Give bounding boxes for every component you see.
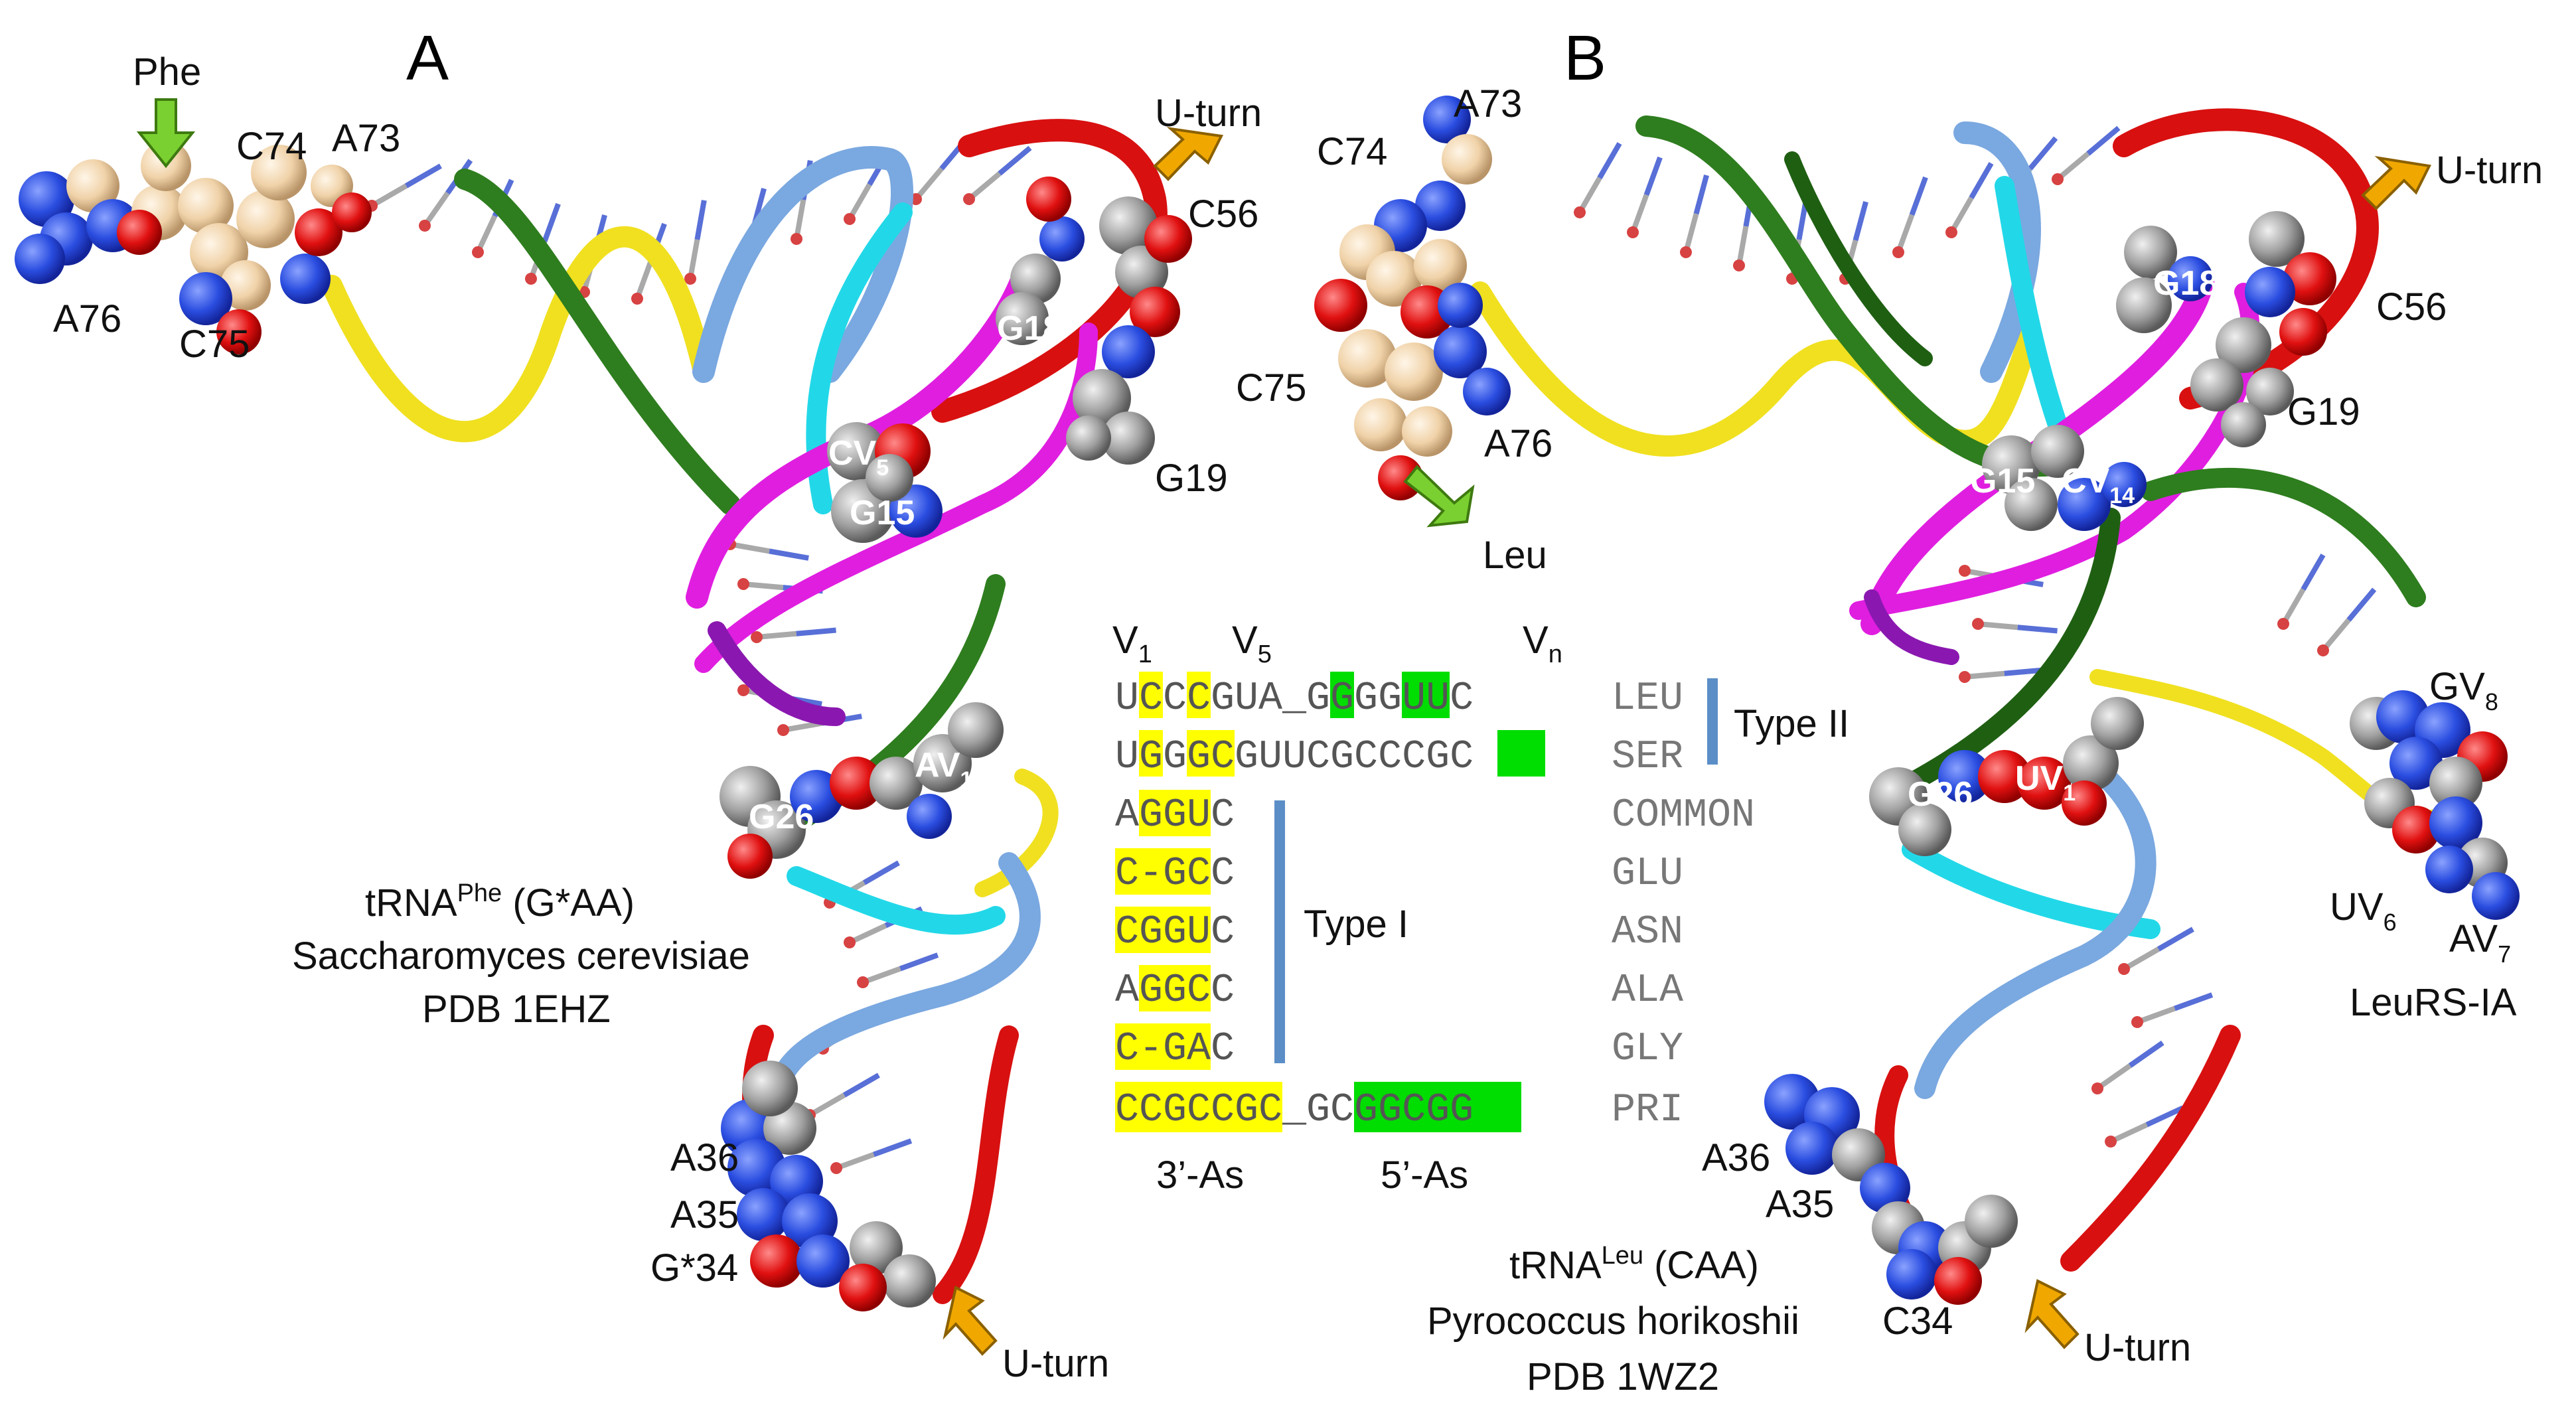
- label-g19-b: G19: [2287, 390, 2360, 433]
- label-g15-b: G15: [1970, 462, 2035, 500]
- label-uturn-bottom-a: U-turn: [1002, 1342, 1109, 1385]
- panel-b-anticodon-spheres: [1764, 1074, 2018, 1305]
- amino-pri: PRI: [1612, 1088, 1683, 1133]
- alignment-seq-leu: UCCCGUA_GGGGUUC: [1115, 676, 1474, 721]
- footer-3-as: 3’-As: [1156, 1153, 1244, 1197]
- sequence-alignment: V1 V5 Vn UCCCGUA_GGGGUUC UGGGCGUUCGCCCGC…: [1112, 619, 1849, 1197]
- label-g26-b: G26: [1908, 775, 1973, 814]
- label-gv8-b: GV8: [2429, 665, 2498, 715]
- header-v1: V1: [1112, 619, 1152, 668]
- label-c74: C74: [236, 125, 307, 168]
- panel-a-anticodon-spheres: [721, 1061, 936, 1311]
- footer-5-as: 5’-As: [1381, 1153, 1468, 1197]
- label-phe: Phe: [133, 50, 201, 94]
- phe-arrow-icon: [136, 98, 196, 169]
- label-g34-a: G*34: [650, 1246, 738, 1290]
- label-g18-a: G18: [997, 309, 1062, 348]
- header-vn: Vn: [1523, 619, 1562, 668]
- amino-glu: GLU: [1612, 852, 1683, 897]
- alignment-seq-ala: AGGCC: [1115, 968, 1235, 1013]
- label-leurs: LeuRS-IA: [2350, 981, 2517, 1024]
- alignment-seq-glu: C-GCC: [1115, 852, 1235, 897]
- leu-arrow-icon: [1403, 465, 1475, 528]
- label-cv14-b: CV14: [2062, 462, 2135, 508]
- label-g19-a: G19: [1155, 457, 1228, 500]
- label-uturn-bottom-b: U-turn: [2084, 1326, 2191, 1369]
- amino-ala: ALA: [1612, 968, 1683, 1013]
- label-g15-a: G15: [850, 494, 915, 532]
- label-uv1-b: UV1: [2015, 759, 2076, 806]
- amino-common: COMMON: [1612, 793, 1755, 838]
- uturn-top-arrow-icon: [1153, 127, 1224, 181]
- panel-a-caption: tRNAPhe (G*AA) Saccharomyces cerevisiae …: [292, 879, 750, 1031]
- alignment-seq-gly: C-GAC: [1115, 1027, 1235, 1072]
- uturn-bottom-arrow-icon: [943, 1286, 998, 1356]
- label-c56-a: C56: [1188, 192, 1258, 236]
- alignment-seq-common: AGGUC: [1115, 793, 1235, 838]
- label-a76: A76: [53, 297, 121, 340]
- type-ii-label: Type II: [1734, 702, 1849, 745]
- panel-b-leurs-spheres: [2350, 690, 2520, 920]
- caption-a-line2: Saccharomyces cerevisiae: [292, 934, 750, 978]
- label-leu: Leu: [1483, 534, 1547, 577]
- type-ii-bar: [1707, 678, 1718, 765]
- panel-a-acceptor-spheres: [15, 141, 372, 354]
- panel-b-g26-uv1-spheres: [1869, 697, 2144, 856]
- uturn-bottom-b-arrow-icon: [2024, 1279, 2080, 1349]
- type-i-bar: [1274, 800, 1285, 1063]
- type-i-label: Type I: [1304, 903, 1408, 946]
- label-a36-b: A36: [1702, 1136, 1770, 1179]
- caption-b-line1: tRNALeu (CAA): [1509, 1242, 1759, 1287]
- label-g26-a: G26: [749, 798, 814, 836]
- amino-ser: SER: [1612, 735, 1683, 780]
- caption-a-line3: PDB 1EHZ: [422, 988, 611, 1031]
- label-c34-b: C34: [1882, 1300, 1953, 1343]
- panel-b-g15-spheres: [1982, 425, 2147, 531]
- label-a73-b: A73: [1454, 82, 1522, 125]
- caption-a-line1: tRNAPhe (G*AA): [365, 879, 635, 925]
- panel-a-g18-c56-spheres: [996, 177, 1192, 465]
- panel-a-g15-spheres: [827, 422, 943, 543]
- label-a76-b: A76: [1484, 422, 1553, 465]
- label-uturn-top-b: U-turn: [2436, 149, 2543, 192]
- header-v5: V5: [1232, 619, 1272, 668]
- label-cv5-a: CV5: [828, 434, 889, 481]
- amino-leu: LEU: [1612, 676, 1683, 721]
- label-c74-b: C74: [1317, 130, 1387, 173]
- alignment-seq-pri: CCGCCGC_GCGGCGG: [1115, 1088, 1474, 1133]
- amino-asn: ASN: [1612, 910, 1683, 955]
- panel-a-g26-av1-spheres: [720, 702, 1004, 879]
- label-c75: C75: [179, 323, 250, 366]
- uturn-top-b-arrow-icon: [2361, 155, 2432, 210]
- alignment-highlights: [1115, 672, 1545, 1132]
- label-uturn-top-a: U-turn: [1155, 92, 1262, 135]
- panel-b-label: B: [1564, 23, 1606, 94]
- label-a73: A73: [332, 117, 400, 160]
- label-c75-b: C75: [1236, 366, 1306, 409]
- alignment-seq-ser: UGGGCGUUCGCCCGC: [1115, 735, 1474, 780]
- panel-b-structure: B A73 C74 C75 A76 Leu U-turn G18 C56 G19…: [1236, 23, 2543, 1398]
- label-a35-a: A35: [670, 1193, 739, 1236]
- caption-b-line3: PDB 1WZ2: [1527, 1355, 1719, 1398]
- panel-b-caption: tRNALeu (CAA) Pyrococcus horikoshii PDB …: [1427, 1242, 1799, 1398]
- caption-b-line2: Pyrococcus horikoshii: [1427, 1300, 1799, 1343]
- panel-b-g18-c56-spheres: [2116, 211, 2336, 447]
- label-g18-b: G18: [2153, 264, 2218, 303]
- label-av7-b: AV7: [2449, 917, 2511, 968]
- label-uv6-b: UV6: [2330, 885, 2397, 936]
- label-c56-b: C56: [2376, 285, 2447, 329]
- amino-gly: GLY: [1612, 1027, 1683, 1072]
- alignment-rows: UCCCGUA_GGGGUUC UGGGCGUUCGCCCGC AGGUC C-…: [1115, 676, 1755, 1133]
- label-a35-b: A35: [1766, 1183, 1834, 1226]
- panel-b-acceptor-spheres: [1314, 96, 1511, 500]
- panel-a-label: A: [406, 23, 449, 94]
- panel-a-structure: A Phe A73 C74 A76 C75 U-turn C56 G18 G19…: [15, 23, 1262, 1385]
- alignment-seq-asn: CGGUC: [1115, 910, 1235, 955]
- label-av1-a: AV1: [915, 746, 972, 792]
- label-a36-a: A36: [670, 1136, 739, 1179]
